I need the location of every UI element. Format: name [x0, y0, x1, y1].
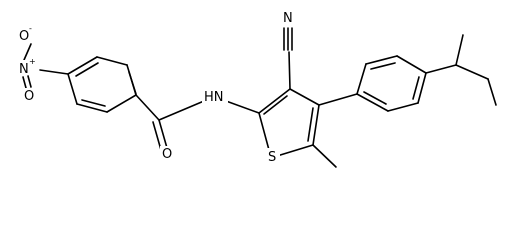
ring1-double-b: [128, 71, 137, 95]
thio-bond-s-c5: [276, 144, 314, 157]
nitrile-c-c: [288, 51, 291, 90]
ring2-bond-b: [365, 55, 398, 65]
label-bg-s: [266, 148, 280, 163]
label-bg-o-bottom: [22, 88, 36, 103]
nitrile-bonds: [283, 27, 293, 90]
ring1-double-a: [75, 62, 99, 77]
atom-o-amide: O: [162, 147, 172, 162]
ring2-double-a: [370, 62, 396, 70]
atom-n-nitro-charge: +: [29, 57, 36, 66]
bond-n-o-bottom-1: [27, 75, 32, 88]
bond-n-o-top: [23, 43, 32, 61]
thio-bond-c4-c3: [289, 88, 320, 106]
sec-butyl-phenyl-ring: [356, 55, 427, 112]
ring1-bond-e: [76, 103, 108, 113]
thio-double-c4-c5: [307, 107, 314, 142]
butyl-bond-2: [455, 64, 489, 80]
bond-n-ring: [39, 69, 69, 75]
bond-c-o-1: [158, 119, 168, 149]
ring1-double-c: [81, 99, 106, 107]
thio-bond-c3-c2: [258, 88, 291, 114]
ring2-bond-f: [356, 93, 389, 112]
atom-s-thiophene: S: [268, 150, 276, 165]
molecule-canvas: O - N + O O HN N S: [17, 10, 497, 168]
sec-butyl-chain: [425, 34, 497, 106]
butyl-methyl-bond: [455, 34, 464, 66]
ring2-bond-a: [356, 63, 367, 95]
nitrobenzene-ring: [67, 56, 137, 113]
butyl-bond-3: [487, 78, 497, 106]
label-bg-nh: [202, 88, 228, 103]
thio-double-c2-c3: [263, 95, 288, 115]
atom-o-nitro-bottom: O: [24, 89, 34, 104]
ring1-bond-d: [106, 94, 137, 113]
thiophene-aryl-bond: [318, 93, 358, 106]
atom-n-nitrile: N: [283, 11, 293, 26]
atom-o-nitro-top: O: [19, 29, 29, 44]
atom-n-nitro: N: [19, 62, 29, 77]
thio-bond-c2-s: [258, 112, 270, 151]
label-bg-o-top: [17, 28, 33, 42]
atom-labels: O - N + O O HN N S: [17, 10, 297, 165]
bond-carbonyl-nh: [158, 100, 205, 121]
label-bg-n-nitro: [17, 60, 37, 75]
label-bg-n-nitrile: [281, 10, 297, 25]
thio-bond-c5-c4: [312, 104, 320, 146]
bond-ring-carbonyl: [135, 94, 160, 121]
atom-o-nitro-top-charge: -: [29, 24, 32, 33]
ring2-double-c: [363, 91, 387, 105]
bond-nh-thiophene: [225, 100, 260, 114]
amide-bonds: [135, 94, 260, 151]
ring1-bond-a: [67, 56, 98, 75]
ring1-bond-b: [96, 56, 128, 66]
molecule-structure: O - N + O O HN N S: [17, 10, 497, 168]
ring2-bond-e: [387, 102, 419, 112]
ring2-bond-c: [396, 55, 427, 74]
ring1-bond-f: [67, 73, 78, 105]
ring2-bond-d: [417, 72, 427, 104]
ring2-double-b: [412, 76, 420, 100]
label-bg-o-amide: [160, 146, 174, 161]
butyl-bond-1: [425, 64, 457, 74]
nitro-group-bonds: [22, 43, 69, 89]
atom-nh-amide: HN: [204, 90, 224, 105]
bond-c-o-2: [152, 121, 162, 151]
thiophene-ring: [258, 88, 320, 157]
methyl-bond: [312, 144, 337, 168]
bond-n-o-bottom-2: [22, 76, 27, 89]
